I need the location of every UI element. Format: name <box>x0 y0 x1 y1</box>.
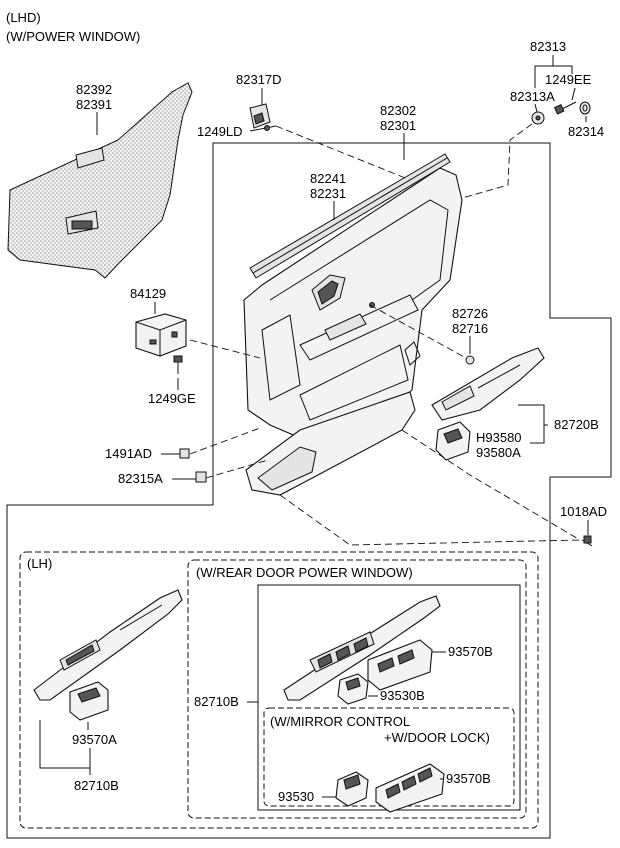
label-93570B-2: 93570B <box>446 771 491 786</box>
box-rear-power <box>187 559 527 819</box>
label-82720B: 82720B <box>554 417 599 432</box>
rear-armrest <box>283 595 441 701</box>
clip-82317D <box>249 103 271 129</box>
mirror-switch-93570B <box>375 763 445 813</box>
label-82241: 82241 <box>310 171 346 186</box>
label-82301: 82301 <box>380 118 416 133</box>
label-82726: 82726 <box>452 306 488 321</box>
armrest-82720B <box>431 347 545 421</box>
box-mirror-line1: (W/MIRROR CONTROL <box>270 714 410 729</box>
clip-82315A <box>195 471 207 483</box>
label-1249GE: 1249GE <box>148 391 196 406</box>
label-93530B: 93530B <box>380 688 425 703</box>
clip-82726 <box>465 355 475 365</box>
label-93530: 93530 <box>278 789 314 804</box>
module-84129 <box>135 313 187 357</box>
label-84129: 84129 <box>130 286 166 301</box>
rear-switch-93570B <box>367 639 433 691</box>
clip-1491AD <box>179 448 190 459</box>
nut-82313A <box>531 111 545 125</box>
insulation-pad <box>7 82 193 279</box>
main-outline <box>6 142 612 839</box>
box-lh-label: (LH) <box>27 556 52 571</box>
door-trim-panel <box>243 167 463 441</box>
label-82391: 82391 <box>76 97 112 112</box>
screw-1249LD <box>264 125 277 131</box>
label-82392: 82392 <box>76 82 112 97</box>
label-93570B-1: 93570B <box>448 644 493 659</box>
lh-switch-93570A <box>69 681 109 721</box>
label-93580A: 93580A <box>476 445 521 460</box>
label-1491AD: 1491AD <box>105 446 152 461</box>
label-82317D: 82317D <box>236 72 282 87</box>
lh-armrest <box>33 589 183 701</box>
header-power-window: (W/POWER WINDOW) <box>6 29 140 44</box>
label-82315A: 82315A <box>118 471 163 486</box>
label-82313A: 82313A <box>510 89 555 104</box>
weather-strip <box>249 153 451 279</box>
label-82716: 82716 <box>452 321 488 336</box>
label-1249EE: 1249EE <box>545 72 592 87</box>
label-1018AD: 1018AD <box>560 504 607 519</box>
label-93570A: 93570A <box>72 732 117 747</box>
label-82314: 82314 <box>568 124 604 139</box>
label-82313: 82313 <box>530 39 566 54</box>
box-mirror-line2: +W/DOOR LOCK) <box>384 730 490 745</box>
label-H93580: H93580 <box>476 430 522 445</box>
screw-1249GE <box>173 355 183 374</box>
screw-1249EE <box>553 101 577 115</box>
label-82302: 82302 <box>380 103 416 118</box>
label-82710B-rear: 82710B <box>194 694 239 709</box>
mirror-switch-93530 <box>335 771 369 807</box>
box-rear-power-label: (W/REAR DOOR POWER WINDOW) <box>196 565 413 580</box>
cap-82314 <box>579 101 591 115</box>
box-outer <box>19 551 539 829</box>
header-lhd: (LHD) <box>6 10 41 25</box>
screw-1018AD <box>581 535 593 547</box>
switch-H93580 <box>435 421 471 461</box>
label-82231: 82231 <box>310 186 346 201</box>
rear-switch-93530B <box>337 673 369 705</box>
label-82710B-lh: 82710B <box>74 778 119 793</box>
label-1249LD: 1249LD <box>197 124 243 139</box>
